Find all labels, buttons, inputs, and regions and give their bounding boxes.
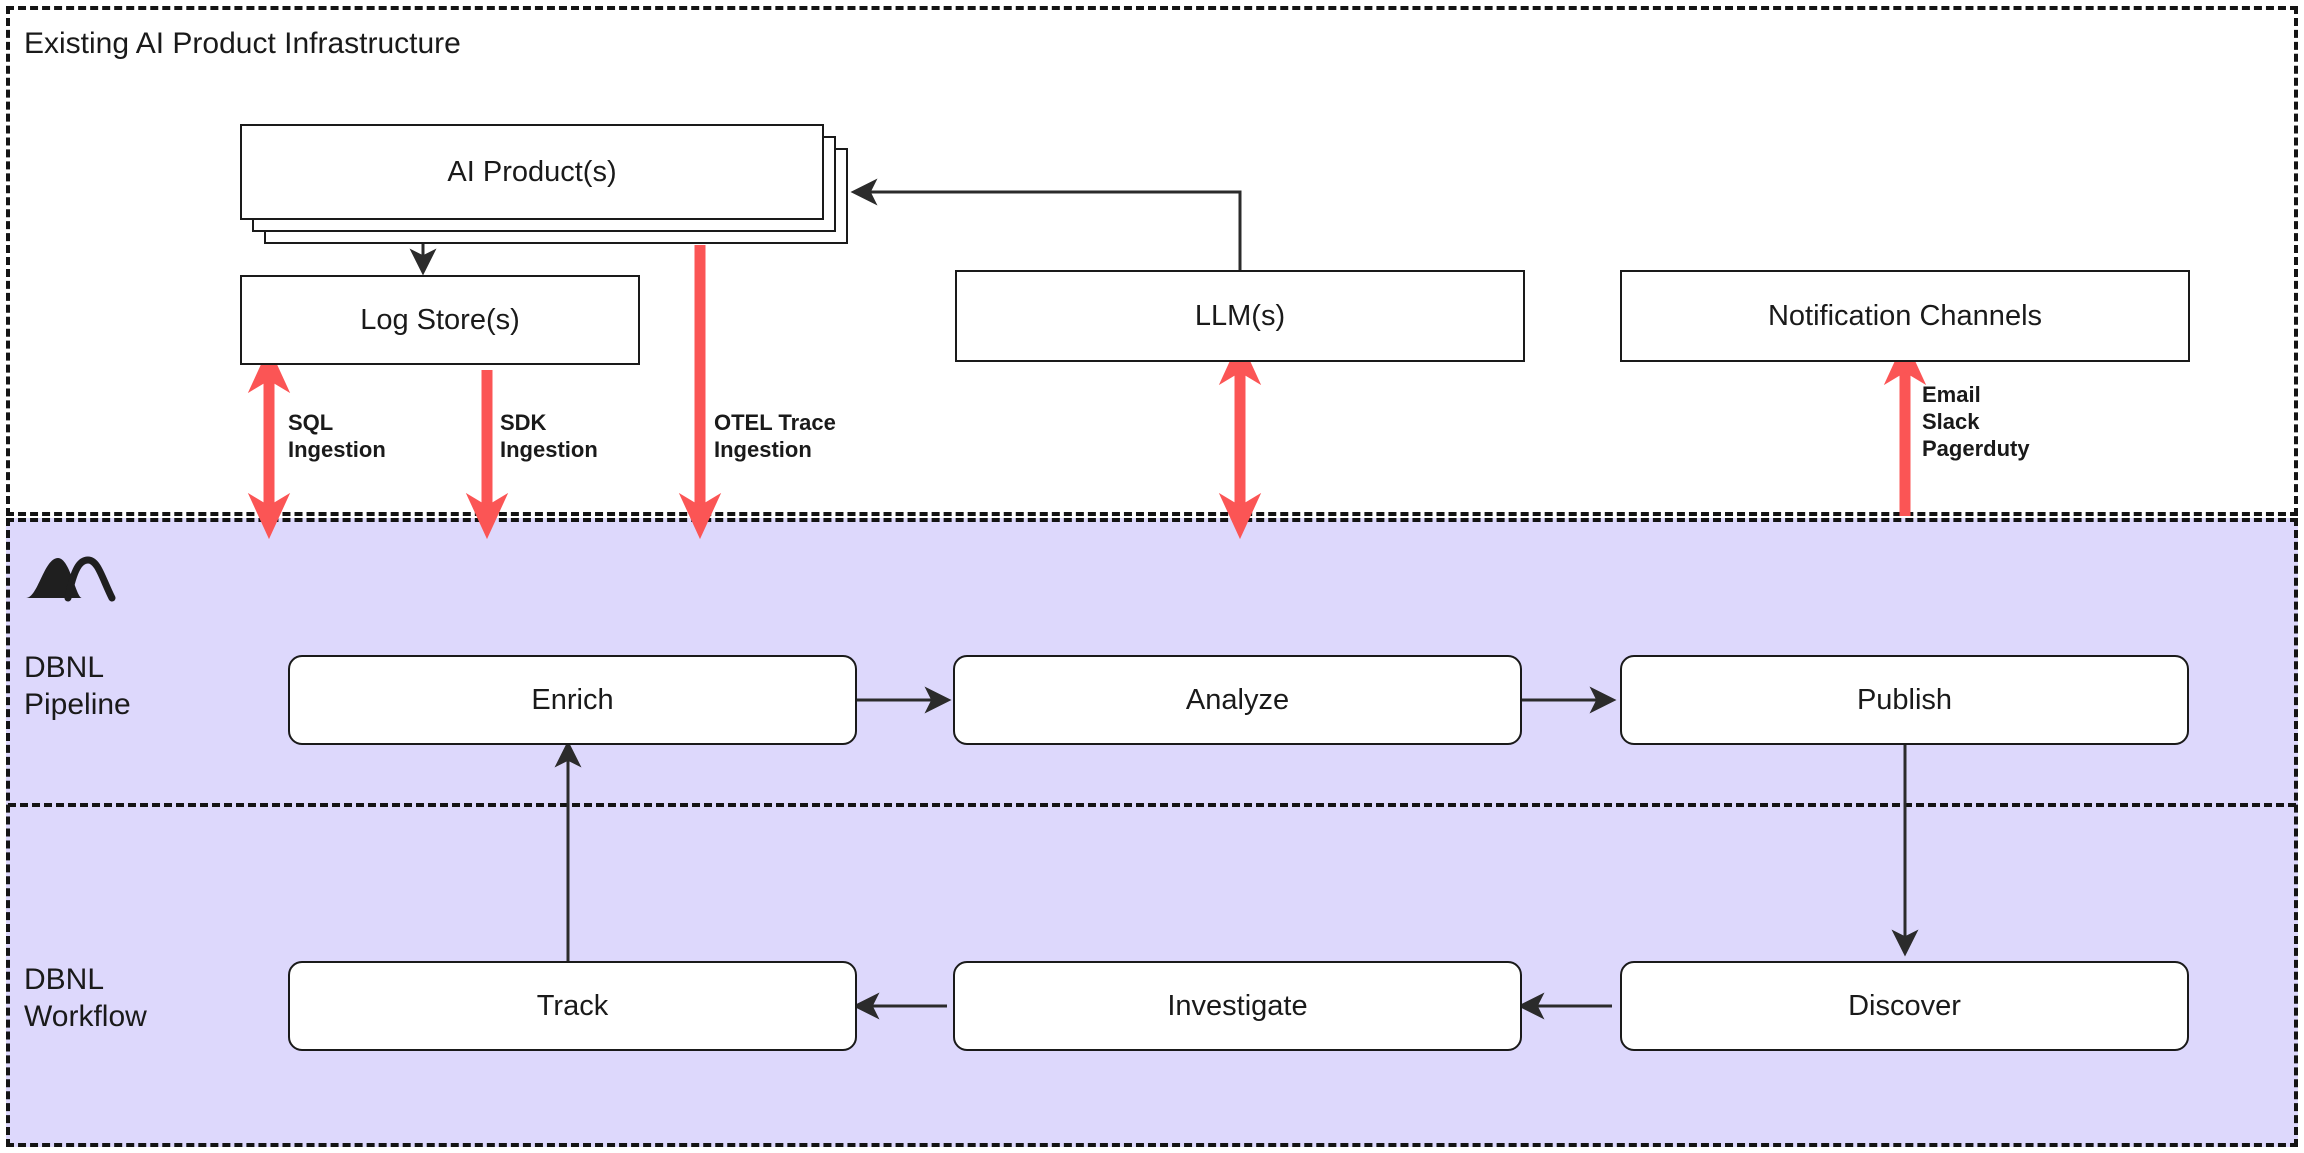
label-sdk-ingestion-line2: Ingestion (500, 436, 598, 462)
label-otel-ingestion-line1: OTEL Trace (714, 410, 836, 435)
label-sql-ingestion-line2: Ingestion (288, 436, 386, 462)
node-notification-channels-label: Notification Channels (1767, 299, 2043, 332)
label-notification-methods: Email Slack Pagerduty (1922, 382, 2030, 462)
edge-llm-to-aiproduct (850, 178, 1242, 272)
node-notification-channels[interactable]: Notification Channels (1620, 270, 2190, 362)
dbnl-pipeline-label-line1: DBNL (24, 651, 105, 684)
node-log-store-label: Log Store(s) (360, 303, 520, 336)
label-sdk-ingestion: SDK Ingestion (500, 410, 598, 464)
node-track[interactable]: Track (288, 961, 857, 1051)
node-ai-product[interactable]: AI Product(s) (240, 124, 824, 220)
node-llm[interactable]: LLM(s) (955, 270, 1525, 362)
label-sdk-ingestion-line1: SDK (500, 410, 547, 435)
node-investigate-label: Investigate (1167, 989, 1308, 1022)
node-ai-product-label: AI Product(s) (447, 155, 617, 188)
dbnl-mountain-logo (26, 556, 116, 602)
dbnl-workflow-label-line1: DBNL (24, 963, 105, 996)
node-enrich[interactable]: Enrich (288, 655, 857, 745)
node-track-label: Track (536, 989, 609, 1022)
node-publish-label: Publish (1856, 683, 1953, 716)
dbnl-workflow-label-line2: Workflow (24, 999, 147, 1033)
node-analyze[interactable]: Analyze (953, 655, 1522, 745)
label-notification-slack: Slack (1922, 408, 1980, 434)
label-otel-ingestion: OTEL Trace Ingestion (714, 410, 836, 464)
node-publish[interactable]: Publish (1620, 655, 2189, 745)
node-discover-label: Discover (1848, 989, 1961, 1022)
node-analyze-label: Analyze (1185, 683, 1290, 716)
node-llm-label: LLM(s) (1194, 299, 1286, 332)
node-enrich-label: Enrich (531, 683, 614, 716)
label-notification-email: Email (1922, 382, 1981, 407)
node-log-store[interactable]: Log Store(s) (240, 275, 640, 365)
dbnl-pipeline-label-line2: Pipeline (24, 687, 131, 721)
label-sql-ingestion: SQL Ingestion (288, 410, 386, 464)
label-otel-ingestion-line2: Ingestion (714, 436, 812, 462)
node-discover[interactable]: Discover (1620, 961, 2189, 1051)
zone-divider-line (8, 803, 2296, 807)
label-sql-ingestion-line1: SQL (288, 410, 334, 435)
label-notification-pagerduty: Pagerduty (1922, 435, 2030, 461)
node-investigate[interactable]: Investigate (953, 961, 1522, 1051)
zone-label-dbnl-pipeline: DBNL Pipeline (24, 650, 131, 723)
zone-existing-infrastructure (6, 6, 2298, 516)
zone-title-existing: Existing AI Product Infrastructure (24, 27, 461, 60)
zone-label-dbnl-workflow: DBNL Workflow (24, 962, 147, 1035)
